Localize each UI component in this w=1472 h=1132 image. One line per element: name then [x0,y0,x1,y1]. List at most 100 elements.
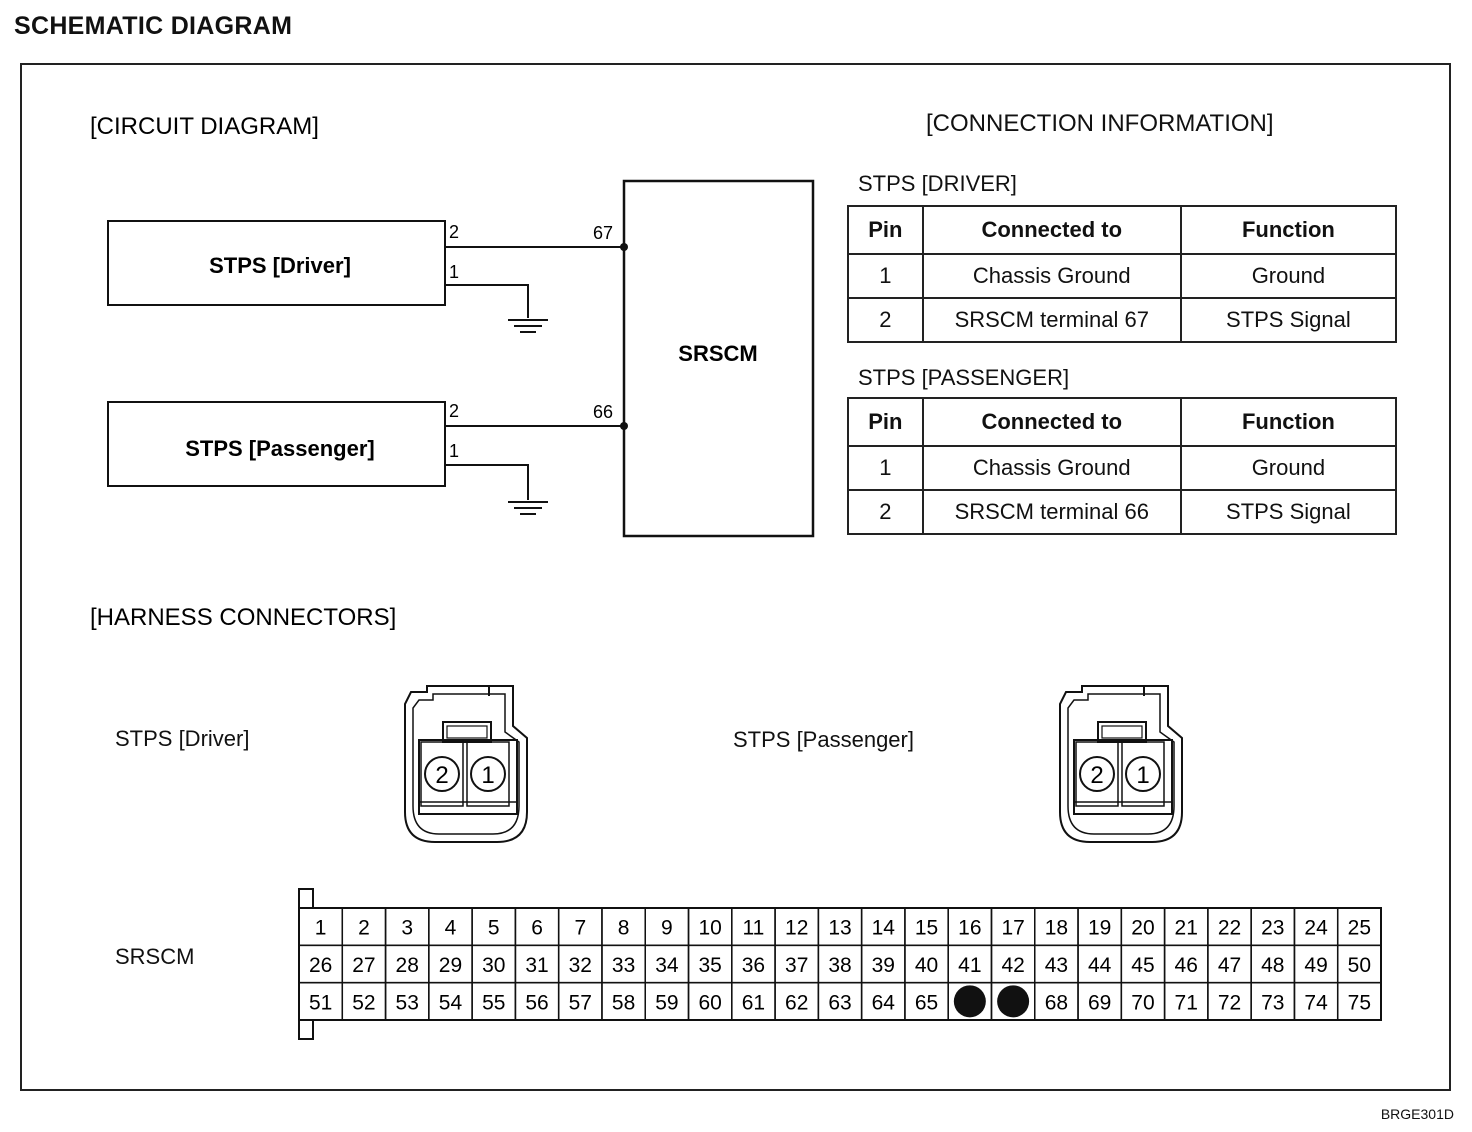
srscm-terminal-label: 74 [1304,991,1328,1014]
srscm-terminal-label: 6 [531,917,543,940]
srscm-terminal-label: 30 [482,954,505,977]
srscm-terminal-label: 38 [828,954,851,977]
srscm-terminal-label: 24 [1304,917,1328,940]
srscm-terminal-label: 46 [1175,954,1198,977]
table-row: 2 SRSCM terminal 66 STPS Signal [847,489,1398,535]
srscm-terminal-label: 51 [309,991,332,1014]
stps-passenger-box [107,401,446,487]
srscm-module-box [622,179,815,538]
driver-ground-wire [445,284,529,318]
srscm-module-label: SRSCM [678,341,757,366]
page-title: SCHEMATIC DIAGRAM [14,12,293,40]
stps-driver-label: STPS [Driver] [209,253,351,278]
connection-info-heading: [CONNECTION INFORMATION] [926,110,1274,137]
passenger-ground-wire [445,464,529,500]
driver-signal-junction [620,243,628,251]
srscm-terminal-label: 52 [352,991,375,1014]
srscm-terminal-label: 26 [309,954,332,977]
passenger-pin-signal-label: 2 [449,401,459,421]
passenger-signal-junction [620,422,628,430]
table-header-function: Function [1179,397,1398,447]
harness-passenger-label: STPS [Passenger] [733,727,914,752]
stps-driver-box [107,220,446,306]
table-row: 1 Chassis Ground Ground [847,445,1398,491]
driver-connector-pin-2: 2 [435,762,448,789]
srscm-terminal-cell [1336,981,1382,1021]
driver-ground-symbol [508,319,548,333]
srscm-terminal-66-label: 66 [593,402,613,422]
table-header-pin: Pin [847,205,924,255]
srscm-terminal-label: 36 [742,954,765,977]
table-cell: SRSCM terminal 67 [921,297,1182,343]
srscm-terminal-label: 5 [488,917,500,940]
table-header-pin: Pin [847,397,924,447]
figure-id: BRGE301D [1380,1106,1454,1122]
driver-pin-ground-label: 1 [449,262,459,282]
srscm-terminal-label: 63 [828,991,851,1014]
srscm-terminal-label: 55 [482,991,505,1014]
table-cell: Chassis Ground [921,253,1182,299]
srscm-terminal-label: 9 [661,917,673,940]
table-header-row: Pin Connected to Function [847,205,1398,255]
srscm-terminal-label: 29 [439,954,462,977]
passenger-connector-pin-2: 2 [1090,762,1103,789]
srscm-terminal-label: 56 [525,991,548,1014]
table-header-row: Pin Connected to Function [847,397,1398,447]
srscm-terminal-label: 21 [1175,917,1198,940]
srscm-terminal-label: 14 [872,917,896,940]
srscm-terminal-label: 20 [1131,917,1154,940]
srscm-terminal-label: 72 [1218,991,1241,1014]
srscm-terminal-label: 1 [315,917,327,940]
table-row: 1 Chassis Ground Ground [847,253,1398,299]
table-cell: Ground [1179,253,1398,299]
table-header-connected-to: Connected to [921,205,1182,255]
table-cell: STPS Signal [1179,489,1398,535]
srscm-terminal-label: 17 [1001,917,1024,940]
srscm-terminal-label: 3 [401,917,413,940]
srscm-terminal-label: 39 [872,954,895,977]
srscm-terminal-label: 15 [915,917,938,940]
stps-passenger-label: STPS [Passenger] [185,436,375,461]
srscm-terminal-label: 31 [525,954,548,977]
harness-driver-label: STPS [Driver] [115,726,250,751]
table-header-connected-to: Connected to [921,397,1182,447]
srscm-terminal-label: 54 [439,991,463,1014]
srscm-terminal-label: 7 [574,917,586,940]
table-cell: Ground [1179,445,1398,491]
passenger-ground-symbol [508,501,548,515]
srscm-terminal-label: 61 [742,991,765,1014]
srscm-terminal-label: 34 [655,954,679,977]
srscm-terminal-label: 71 [1175,991,1198,1014]
stps-passenger-connection-table: Pin Connected to Function 1 Chassis Grou… [847,397,1398,535]
table-cell: SRSCM terminal 66 [921,489,1182,535]
srscm-terminal-label: 44 [1088,954,1112,977]
table-cell: 2 [847,297,924,343]
stps-driver-table-caption: STPS [DRIVER] [858,171,1017,196]
srscm-terminal-label: 28 [396,954,419,977]
srscm-terminal-label: 65 [915,991,938,1014]
srscm-terminal-label: 43 [1045,954,1068,977]
srscm-terminal-label: 37 [785,954,808,977]
srscm-terminal-label: 53 [396,991,419,1014]
srscm-terminal-label: 33 [612,954,635,977]
srscm-terminal-label: 4 [445,917,457,940]
stps-passenger-connector-icon: 2 1 [1059,685,1183,843]
srscm-terminal-label: 35 [698,954,721,977]
srscm-terminal-label: 16 [958,917,981,940]
table-header-function: Function [1179,205,1398,255]
srscm-terminal-label: 10 [698,917,721,940]
stps-passenger-table-caption: STPS [PASSENGER] [858,365,1070,390]
circuit-diagram-heading: [CIRCUIT DIAGRAM] [90,113,319,140]
srscm-terminal-label: 18 [1045,917,1068,940]
table-cell: 1 [847,253,924,299]
srscm-terminal-label: 45 [1131,954,1154,977]
passenger-pin-ground-label: 1 [449,441,459,461]
srscm-terminal-67-label: 67 [593,223,613,243]
srscm-terminal-label: 60 [698,991,721,1014]
srscm-terminal-label: 64 [872,991,896,1014]
driver-pin-signal-label: 2 [449,222,459,242]
stps-driver-connector-icon: 2 1 [404,685,528,843]
srscm-terminal-label: 49 [1304,954,1327,977]
